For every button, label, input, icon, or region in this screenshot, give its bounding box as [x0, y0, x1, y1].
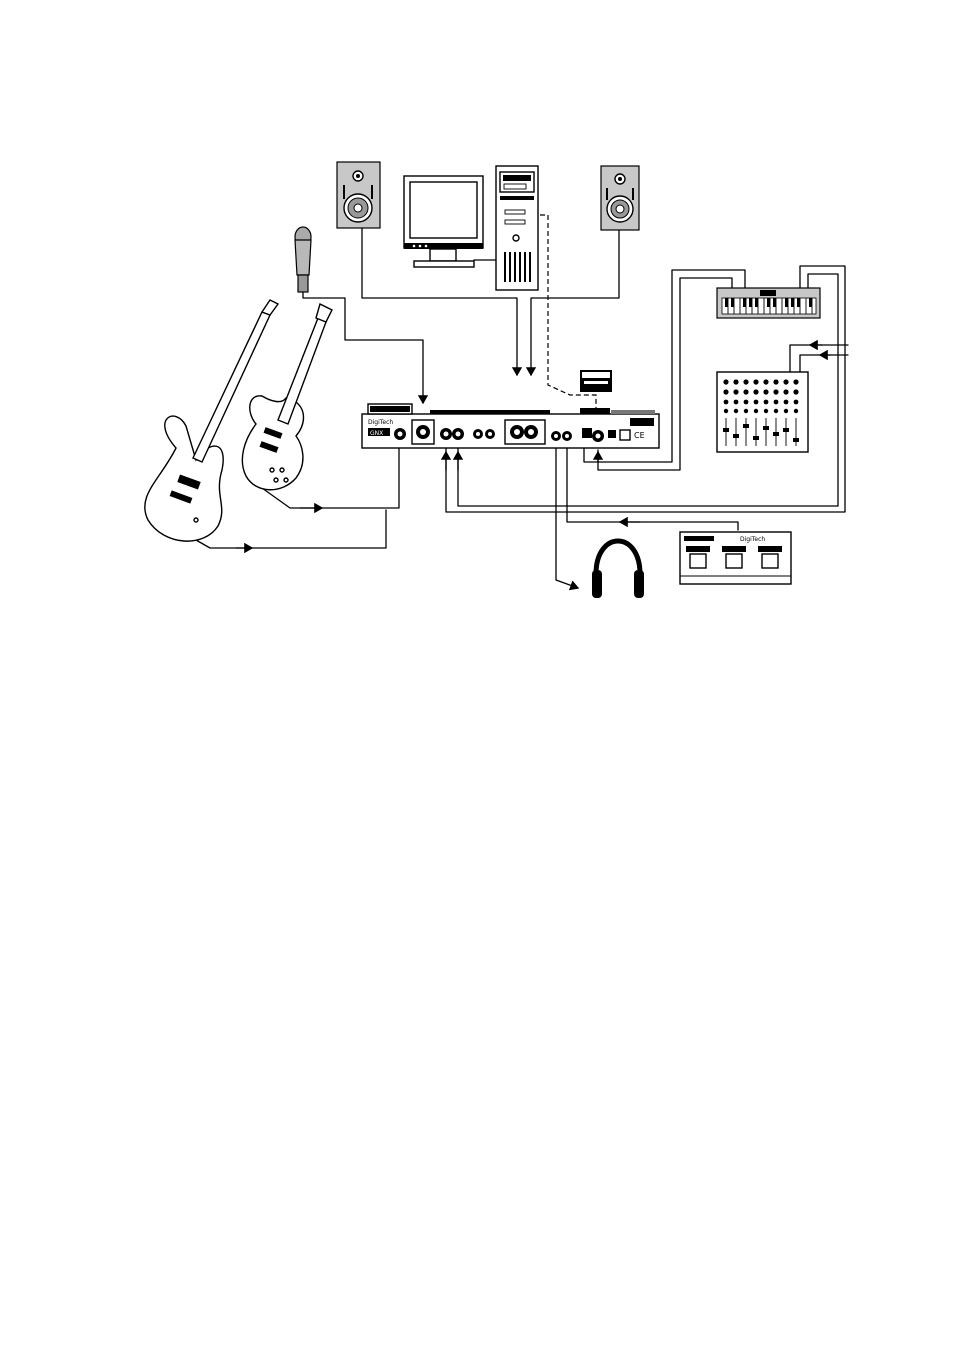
mixer [717, 372, 808, 452]
midi-keyboard [717, 288, 820, 318]
memory-card [580, 370, 612, 392]
unit-model-label: GNX [370, 430, 383, 437]
keyboard-keys [722, 298, 816, 314]
cable-bass [196, 510, 386, 548]
svg-text:CE: CE [634, 431, 645, 440]
footswitch-controller: DigiTech [680, 532, 791, 584]
gnx-rack-unit: DigiTech GNX CE [362, 404, 659, 448]
footswitch-brand-label: DigiTech [740, 536, 765, 543]
microphone [295, 227, 311, 292]
left-studio-monitor [337, 162, 380, 228]
computer-tower [496, 166, 538, 290]
unit-brand-label: DigiTech [368, 419, 393, 426]
right-studio-monitor [601, 166, 639, 230]
cable-right-monitor [531, 230, 619, 375]
cable-footswitch [567, 448, 738, 530]
headphones [592, 541, 644, 598]
computer-monitor [404, 176, 496, 267]
